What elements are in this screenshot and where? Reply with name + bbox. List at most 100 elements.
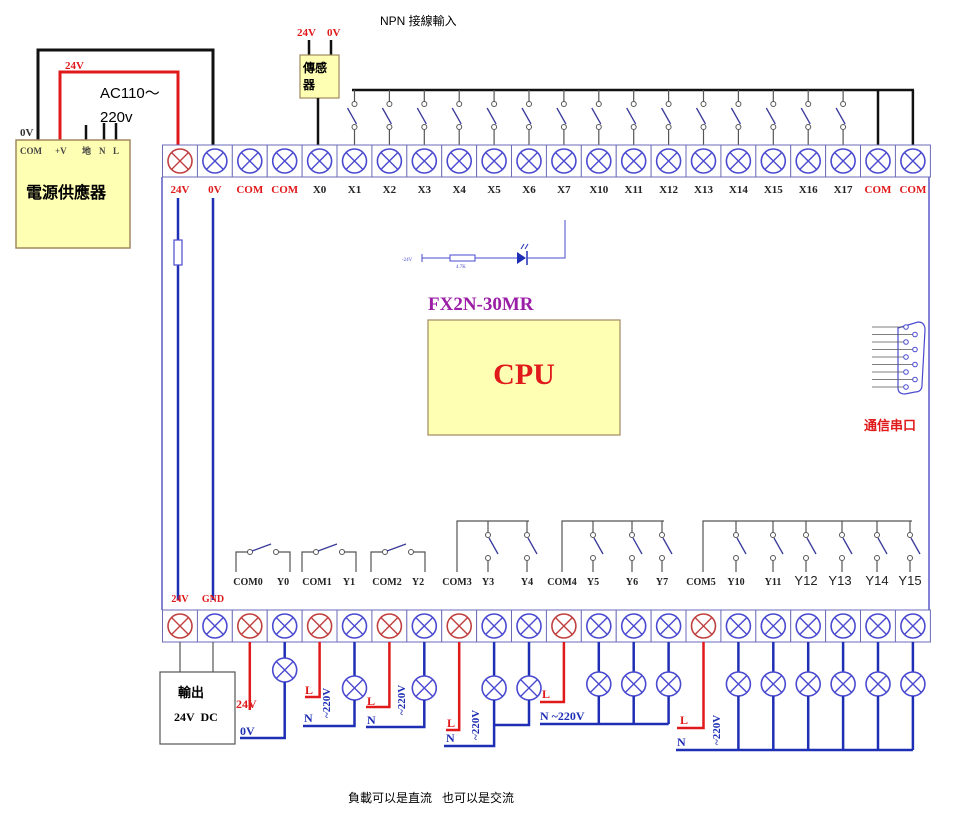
output-terminal-15-screw-icon (690, 613, 717, 639)
input-terminal-com-screw-icon (271, 148, 298, 174)
power-24v-wire (58, 70, 180, 145)
relay-contact (907, 532, 913, 538)
relay-contact (839, 555, 845, 561)
output-terminal-10-screw-icon (516, 613, 542, 639)
plc-model: FX2N-30MR (428, 294, 534, 315)
input-terminal-x1-cross-icon (345, 152, 364, 170)
ac-voltage-label: ~220V (396, 685, 408, 715)
output-label-com2: COM2 (372, 577, 401, 588)
relay-wire (278, 551, 291, 572)
output-terminal-7-screw-icon (411, 613, 438, 639)
input-terminal-com-cross-icon (240, 152, 259, 170)
input-terminal-x10-screw-icon (585, 148, 612, 174)
input-switch-icon (661, 107, 672, 125)
power-terminal-label: +V (55, 146, 67, 156)
output-terminal-1-screw-icon (202, 613, 228, 639)
l-wire (366, 642, 391, 709)
input-terminal-x6-screw-icon (516, 148, 542, 174)
switch-contact (491, 101, 498, 107)
relay-contact (803, 555, 809, 561)
label-0v: 0V (20, 127, 34, 139)
lamp-cross (903, 675, 922, 693)
input-terminal-strip (162, 144, 931, 178)
output-label-com3: COM3 (442, 577, 471, 588)
switch-contact (630, 101, 637, 107)
input-terminal-x16-screw-icon (795, 148, 822, 174)
output-terminal-16-cross-icon (729, 617, 748, 635)
input-terminal-x0-cross-icon (310, 152, 329, 170)
power-terminal-label: N (99, 146, 106, 156)
input-label-x5: X5 (487, 184, 501, 196)
input-terminal-x10-cross-icon (589, 152, 608, 170)
relay-contact (907, 555, 913, 561)
output-terminal-7-cross-icon (415, 617, 434, 635)
output-terminal-19-screw-icon (830, 613, 856, 639)
input-terminal-com-cross-icon (903, 152, 922, 170)
switch-contact (526, 101, 532, 107)
input-label-com: COM (865, 184, 893, 196)
relay-contact (524, 555, 530, 561)
output-label-y2: Y2 (412, 577, 424, 588)
relay-wire (344, 551, 357, 572)
input-terminal-com-screw-icon (237, 148, 263, 174)
lamp-cross (764, 675, 783, 693)
input-terminal-x13-screw-icon (690, 148, 717, 174)
db9-pin (903, 369, 909, 375)
switch-contact (770, 101, 777, 107)
relay-common-bus (456, 520, 529, 572)
output-terminal-0-cross-icon (171, 617, 189, 635)
input-label-com: COM (236, 184, 264, 196)
dc-0v-label: 0V (240, 724, 255, 738)
output-terminal-12-screw-icon (585, 613, 612, 639)
input-label-x3: X3 (418, 184, 432, 196)
output-terminal-6-cross-icon (380, 617, 399, 635)
input-terminal-x6-cross-icon (520, 152, 538, 170)
output-terminal-20-screw-icon (865, 613, 891, 639)
relay-contact (770, 555, 776, 561)
n-label: N (367, 713, 376, 727)
input-terminal-x14-screw-icon (725, 148, 752, 174)
relay-contact (770, 532, 776, 538)
db9-pin (912, 361, 918, 368)
input-label-0v: 0V (208, 184, 222, 196)
relay-contact (659, 555, 665, 561)
serial-port-label: 通信串口 (864, 418, 916, 433)
l-label: L (367, 694, 375, 708)
input-terminal-x13-cross-icon (694, 152, 713, 170)
l-label: L (447, 716, 455, 730)
footer-note: 負載可以是直流 也可以是交流 (348, 790, 514, 805)
output-label-y15: Y15 (898, 573, 921, 588)
db9-pin (912, 376, 918, 383)
output-label-com5: COM5 (686, 577, 715, 588)
output-terminal-5-screw-icon (341, 613, 368, 639)
power-terminal-label: L (113, 146, 119, 156)
relay-contact (524, 532, 530, 538)
output-terminal-16-screw-icon (725, 613, 752, 639)
n-label: N (677, 735, 686, 749)
output-terminal-11-screw-icon (551, 613, 577, 639)
output-label-com4: COM4 (547, 577, 576, 588)
input-terminal-x1-screw-icon (341, 148, 368, 174)
output-terminal-14-screw-icon (655, 613, 682, 639)
input-switch-icon (346, 107, 358, 125)
sensor-name: 傳感 (302, 60, 327, 75)
input-terminal-x4-screw-icon (446, 148, 473, 174)
output-terminal-21-screw-icon (900, 613, 926, 639)
relay-contact (590, 555, 596, 561)
input-label-x4: X4 (452, 184, 466, 196)
output-terminal-19-cross-icon (834, 617, 853, 635)
relay-contact (247, 549, 253, 555)
output-terminal-10-cross-icon (520, 617, 538, 635)
input-terminal-x11-screw-icon (620, 148, 647, 174)
output-terminal-9-screw-icon (481, 613, 507, 639)
relay-contact (485, 532, 491, 538)
output-relays (235, 520, 921, 572)
diagram-title: NPN 接線輸入 (380, 13, 457, 28)
input-terminal-x17-cross-icon (834, 152, 853, 170)
relay-contact (273, 549, 279, 555)
relay-switch-icon (910, 537, 921, 555)
relay-wire (413, 551, 426, 572)
relay-contact (839, 532, 845, 538)
output-terminal-12-cross-icon (589, 617, 608, 635)
